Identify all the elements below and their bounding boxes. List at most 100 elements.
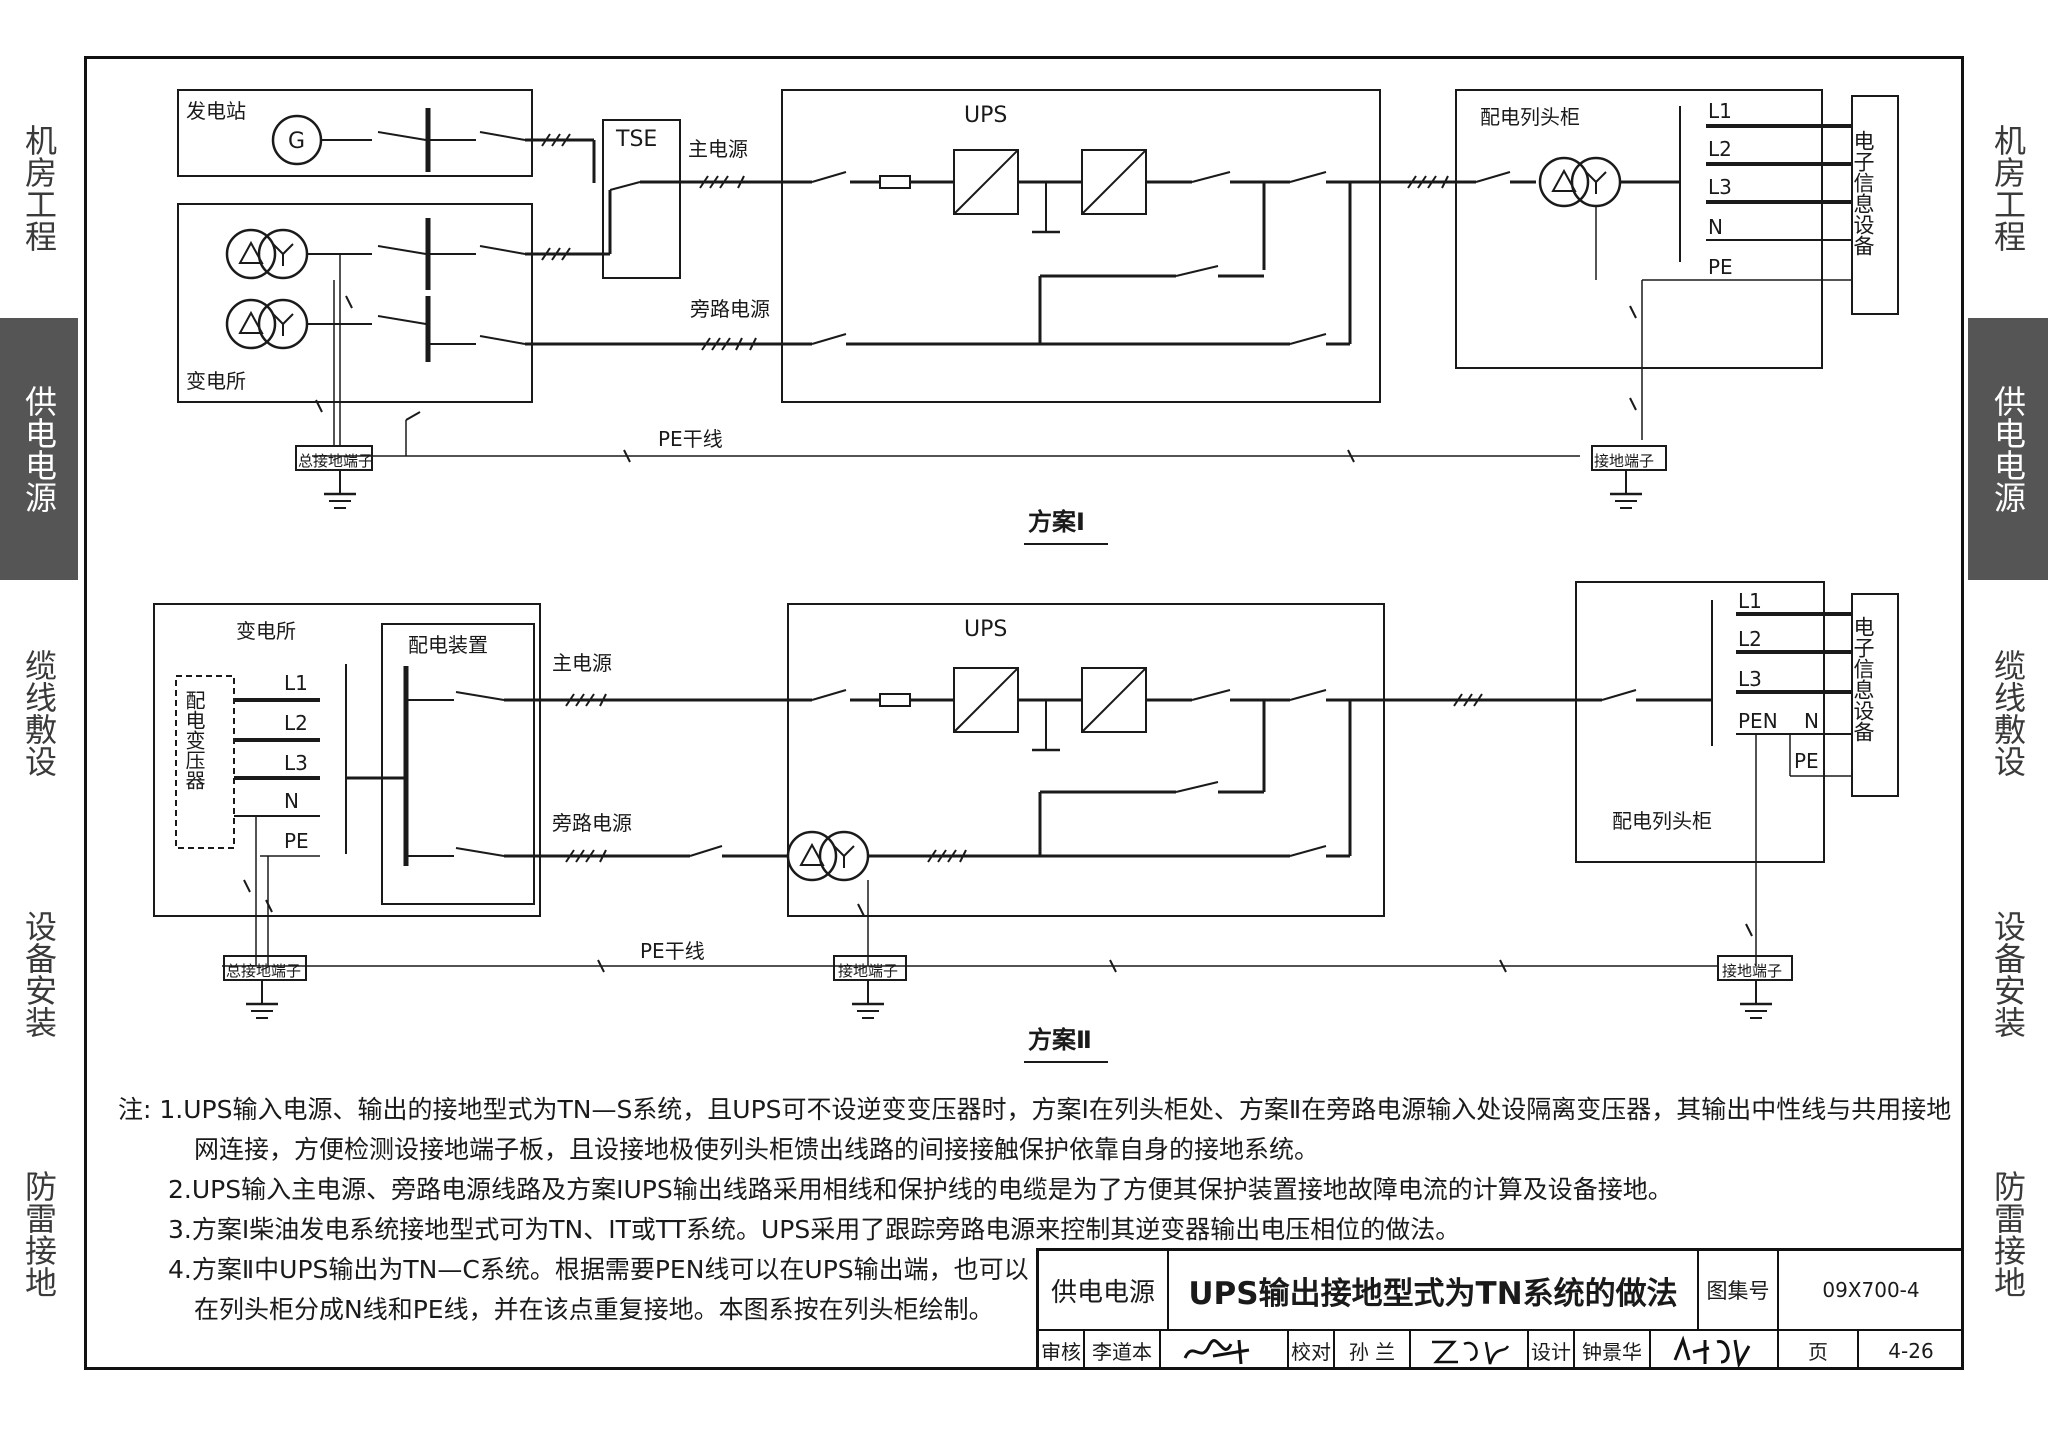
distribution-device-box [381, 623, 535, 905]
note-line: 注: 1.UPS输入电源、输出的接地型式为TN—S系统，且UPS可不设逆变变压器… [118, 1095, 1952, 1124]
isolation-transformer-symbol [1538, 156, 1622, 208]
phase-label: PE [1708, 255, 1733, 279]
phase-label: L2 [1738, 627, 1762, 651]
right-tab-2[interactable]: 供电电源 [1968, 318, 2048, 580]
phase-label: L2 [284, 711, 308, 735]
left-tab-4[interactable]: 设备安装 [0, 846, 78, 1101]
title-cell: UPS输出接地型式为TN系统的做法 [1169, 1251, 1699, 1331]
left-tab-2[interactable]: 供电电源 [0, 318, 78, 580]
reviewer-name: 李道本 [1092, 1340, 1152, 1364]
right-tab-1[interactable]: 机房工程 [1968, 60, 2048, 315]
signature-icon [1183, 1338, 1250, 1364]
equipment-label-1: 电子信息设备 [1851, 130, 1875, 256]
checker-name: 孙 兰 [1348, 1340, 1396, 1364]
right-tab-4[interactable]: 设备安装 [1968, 846, 2048, 1101]
page-label-cell: 页 [1779, 1331, 1859, 1370]
earth-symbol [322, 468, 358, 510]
earth-terminal-label-3: 接地端子 [1722, 962, 1782, 980]
atlas-label: 图集号 [1706, 1279, 1770, 1303]
left-tab-label: 防雷接地 [20, 1170, 58, 1298]
phase-label: L3 [1708, 175, 1732, 199]
earth-symbol [244, 978, 280, 1020]
left-tab-label: 设备安装 [20, 909, 58, 1038]
note-line: 4.方案Ⅱ中UPS输出为TN—C系统。根据需要PEN线可以在UPS输出端，也可以 [168, 1255, 1029, 1284]
drawing-frame [84, 56, 1964, 1370]
earth-terminal-box-2 [833, 955, 907, 981]
pdu-cabinet-box-1 [1455, 89, 1823, 369]
checker-signature [1411, 1331, 1529, 1370]
review-label: 审核 [1041, 1340, 1081, 1364]
right-tab-label: 防雷接地 [1989, 1170, 2027, 1298]
rectifier-symbol [953, 667, 1019, 733]
reviewer-signature [1161, 1331, 1289, 1370]
scheme-2-title: 方案Ⅱ [1028, 1026, 1092, 1054]
ups-label-2: UPS [964, 617, 1007, 642]
note-line: 在列头柜分成N线和PE线，并在该点重复接地。本图系按在列头柜绘制。 [194, 1295, 994, 1324]
phase-label: L3 [284, 751, 308, 775]
design-label: 设计 [1531, 1340, 1571, 1364]
phase-label: N [1708, 215, 1723, 239]
phase-label: L1 [1708, 99, 1732, 123]
designer-signature [1651, 1331, 1779, 1370]
phase-label: L2 [1708, 137, 1732, 161]
right-tab-3[interactable]: 缆线敷设 [1968, 583, 2048, 843]
tse-box [602, 119, 681, 279]
title-block: 供电电源 UPS输出接地型式为TN系统的做法 图集号 09X700-4 审核 李… [1036, 1248, 1963, 1370]
right-tab-label: 设备安装 [1989, 909, 2027, 1038]
pdu-cabinet-label-2: 配电列头柜 [1612, 809, 1712, 833]
left-tab-label: 机房工程 [20, 123, 58, 252]
left-tab-1[interactable]: 机房工程 [0, 60, 78, 315]
note-line: 网连接，方便检测设接地端子板，且设接地极使列头柜馈出线路的间接接触保护依靠自身的… [194, 1135, 1320, 1164]
n-label-2: N [1804, 709, 1819, 733]
earth-terminal-label-1: 接地端子 [1594, 452, 1654, 470]
substation-label-1: 变电所 [186, 369, 246, 393]
note-line: 3.方案Ⅰ柴油发电系统接地型式可为TN、IT或TT系统。UPS采用了跟踪旁路电源… [168, 1215, 1461, 1244]
pe-label-2: PE [1794, 749, 1819, 773]
page-label: 页 [1808, 1340, 1828, 1364]
signature-icon [1673, 1334, 1751, 1368]
reviewer-cell: 李道本 [1085, 1331, 1161, 1370]
transformer-label-2: 配电变压器 [182, 690, 206, 790]
pe-trunk-label-2: PE干线 [640, 939, 705, 963]
phase-label: PE [284, 829, 309, 853]
pe-trunk-label-1: PE干线 [658, 427, 723, 451]
earth-symbol [850, 978, 886, 1020]
pdu-cabinet-label-1: 配电列头柜 [1480, 105, 1580, 129]
right-tab-label: 供电电源 [1989, 385, 2027, 513]
designer-cell: 钟景华 [1575, 1331, 1651, 1370]
rectifier-symbol [953, 149, 1019, 215]
transformer-box-2 [175, 675, 235, 849]
ups-label-1: UPS [964, 103, 1007, 128]
right-tab-label: 机房工程 [1989, 123, 2027, 252]
phase-label: L1 [284, 671, 308, 695]
pdu-cabinet-box-2 [1575, 581, 1825, 863]
ups-box-2 [787, 603, 1385, 917]
transformer-symbol [225, 298, 309, 350]
page-no: 4-26 [1888, 1338, 1934, 1363]
scheme-2 [153, 581, 1899, 1063]
left-tab-label: 缆线敷设 [20, 649, 58, 777]
generator-station-label: 发电站 [186, 99, 246, 123]
phase-label: L3 [1738, 667, 1762, 691]
scheme-1-title: 方案Ⅰ [1028, 508, 1085, 536]
check-label-cell: 校对 [1289, 1331, 1335, 1370]
phase-label: L1 [1738, 589, 1762, 613]
left-tab-5[interactable]: 防雷接地 [0, 1104, 78, 1364]
note-line: 2.UPS输入主电源、旁路电源线路及方案ⅠUPS输出线路采用相线和保护线的电缆是… [168, 1175, 1673, 1204]
right-tab-5[interactable]: 防雷接地 [1968, 1104, 2048, 1364]
main-earth-terminal-box-1 [295, 445, 373, 471]
phase-label: N [284, 789, 299, 813]
main-power-label-1: 主电源 [688, 137, 748, 161]
substation-box-2 [153, 603, 541, 917]
category-cell: 供电电源 [1039, 1251, 1169, 1331]
equipment-box-1 [1851, 95, 1899, 315]
distribution-device-label: 配电装置 [408, 633, 488, 657]
equipment-box-2 [1851, 593, 1899, 797]
signature-icon [1432, 1340, 1510, 1364]
designer-name: 钟景华 [1582, 1340, 1642, 1364]
transformer-symbol [225, 228, 309, 280]
bypass-isolation-transformer [786, 830, 870, 882]
left-tab-3[interactable]: 缆线敷设 [0, 583, 78, 843]
inverter-symbol [1081, 667, 1147, 733]
